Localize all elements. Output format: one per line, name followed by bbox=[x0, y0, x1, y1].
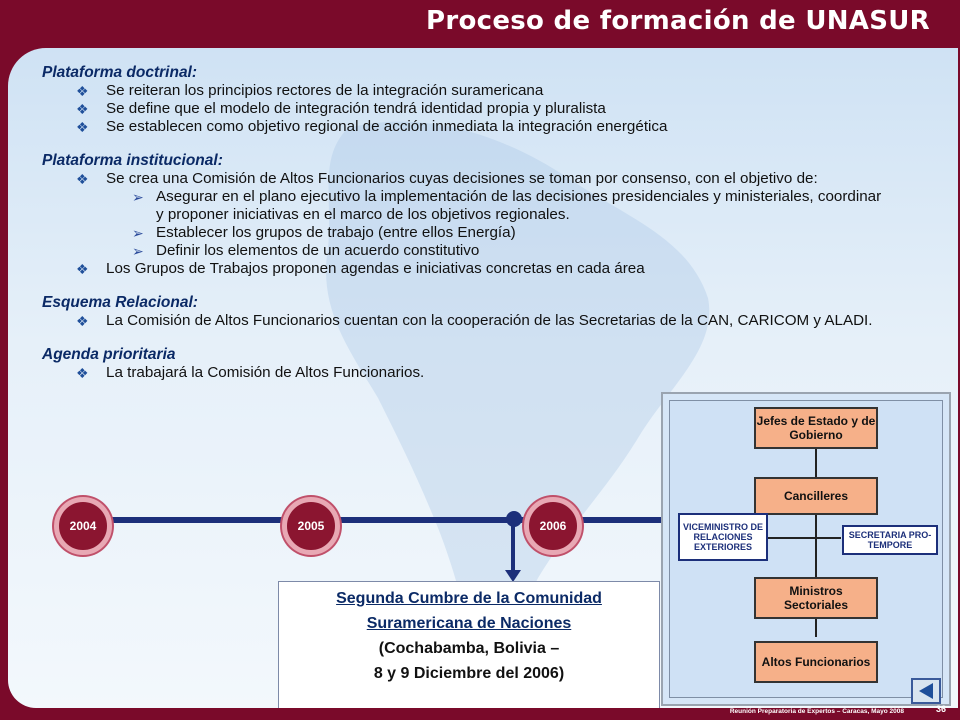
page-number: 36 bbox=[935, 704, 946, 714]
diagram-box-cancilleres: Cancilleres bbox=[754, 477, 878, 515]
diamond-bullet-icon: ❖ bbox=[76, 313, 89, 329]
main-content: Plataforma doctrinal: ❖Se reiteran los p… bbox=[42, 64, 922, 382]
list-item: ❖Se reiteran los principios rectores de … bbox=[76, 82, 544, 99]
sub-list-item: ➢Definir los elementos de un acuerdo con… bbox=[132, 242, 480, 259]
diagram-connector bbox=[815, 619, 817, 637]
list-item: ❖Se establecen como objetivo regional de… bbox=[76, 118, 668, 135]
diamond-bullet-icon: ❖ bbox=[76, 365, 89, 381]
arrow-down-icon bbox=[505, 570, 521, 582]
list-item: ❖Se crea una Comisión de Altos Funcionar… bbox=[76, 170, 818, 187]
section-heading-relacional: Esquema Relacional: bbox=[42, 294, 198, 311]
arrow-bullet-icon: ➢ bbox=[132, 243, 144, 259]
arrow-bullet-icon: ➢ bbox=[132, 225, 144, 241]
summit-callout: Segunda Cumbre de la Comunidad Surameric… bbox=[278, 581, 660, 708]
year-marker-2004: 2004 bbox=[54, 497, 112, 555]
diagram-box-viceministro: VICEMINISTRO DE RELACIONES EXTERIORES bbox=[678, 513, 768, 561]
diamond-bullet-icon: ❖ bbox=[76, 119, 89, 135]
diagram-box-jefes: Jefes de Estado y de Gobierno bbox=[754, 407, 878, 449]
diamond-bullet-icon: ❖ bbox=[76, 83, 89, 99]
footer-text: Reunión Preparatoria de Expertos – Carac… bbox=[729, 708, 904, 715]
timeline-line bbox=[88, 517, 668, 523]
list-item: ❖Se define que el modelo de integración … bbox=[76, 100, 606, 117]
previous-slide-button[interactable] bbox=[911, 678, 941, 704]
summit-title-line1: Segunda Cumbre de la Comunidad bbox=[336, 590, 602, 607]
triangle-left-icon bbox=[919, 683, 933, 699]
sub-list-item: ➢Asegurar en el plano ejecutivo la imple… bbox=[132, 188, 882, 223]
content-panel: Plataforma doctrinal: ❖Se reiteran los p… bbox=[8, 48, 958, 708]
diamond-bullet-icon: ❖ bbox=[76, 261, 89, 277]
list-item: ❖Los Grupos de Trabajos proponen agendas… bbox=[76, 260, 645, 277]
year-marker-2006: 2006 bbox=[524, 497, 582, 555]
summit-location: (Cochabamba, Bolivia – bbox=[378, 640, 560, 657]
section-heading-institucional: Plataforma institucional: bbox=[42, 152, 223, 169]
list-item: ❖La Comisión de Altos Funcionarios cuent… bbox=[76, 312, 873, 329]
diamond-bullet-icon: ❖ bbox=[76, 171, 89, 187]
diagram-frame: Jefes de Estado y de Gobierno Cancillere… bbox=[669, 400, 943, 698]
diamond-bullet-icon: ❖ bbox=[76, 101, 89, 117]
year-marker-2005: 2005 bbox=[282, 497, 340, 555]
sub-list-item: ➢Establecer los grupos de trabajo (entre… bbox=[132, 224, 516, 241]
page-title: Proceso de formación de UNASUR bbox=[425, 6, 930, 36]
diagram-box-altos: Altos Funcionarios bbox=[754, 641, 878, 683]
section-heading-agenda: Agenda prioritaria bbox=[42, 346, 176, 363]
diagram-connector bbox=[768, 537, 815, 539]
diagram-connector bbox=[817, 537, 841, 539]
diagram-box-ministros: Ministros Sectoriales bbox=[754, 577, 878, 619]
organization-diagram: Jefes de Estado y de Gobierno Cancillere… bbox=[661, 392, 951, 706]
summit-title-line2: Suramericana de Naciones bbox=[366, 615, 572, 632]
south-america-map-watermark bbox=[326, 121, 710, 663]
diagram-connector bbox=[815, 515, 817, 579]
diagram-connector bbox=[815, 449, 817, 477]
section-heading-doctrinal: Plataforma doctrinal: bbox=[42, 64, 198, 81]
timeline-pointer-line bbox=[511, 518, 515, 574]
list-item: ❖La trabajará la Comisión de Altos Funci… bbox=[76, 364, 425, 381]
arrow-bullet-icon: ➢ bbox=[132, 189, 144, 205]
diagram-box-secretaria: SECRETARIA PRO-TEMPORE bbox=[842, 525, 938, 555]
summit-date: 8 y 9 Diciembre del 2006) bbox=[373, 665, 565, 682]
